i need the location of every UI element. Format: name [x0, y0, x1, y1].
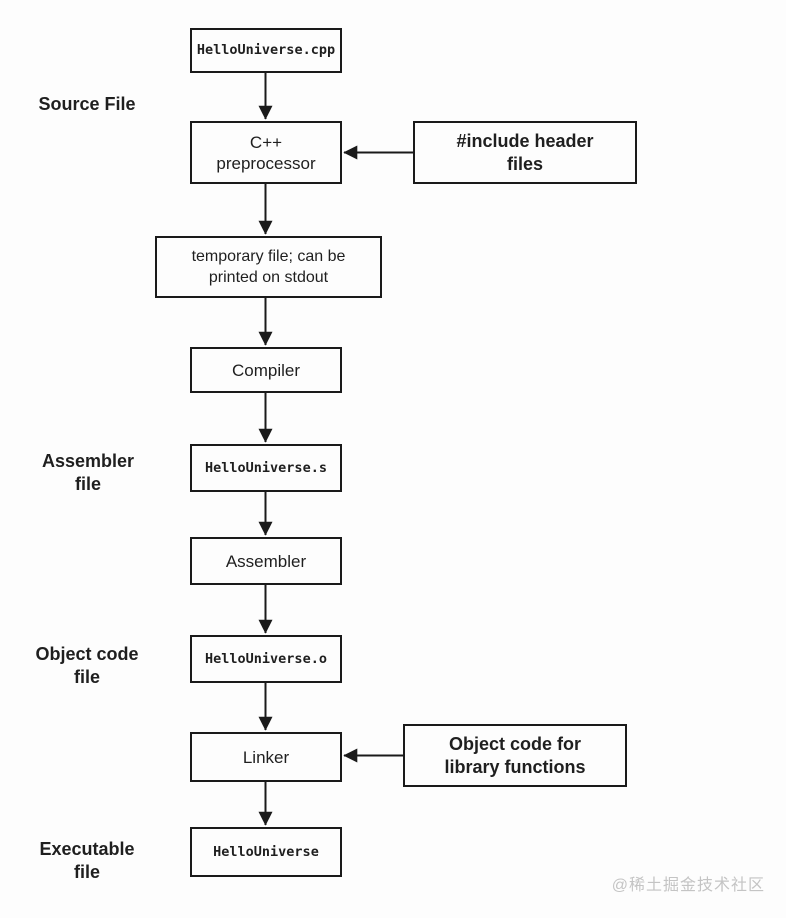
label-source-file: Source File [38, 94, 136, 114]
label-executable-file: Executable file [39, 839, 135, 882]
node-assembler-file: HelloUniverse.s [190, 444, 342, 492]
node-compiler: Compiler [190, 347, 342, 393]
node-assembler: Assembler [190, 537, 342, 585]
label-object-code-file: Object code file [35, 644, 139, 687]
node-object-file: HelloUniverse.o [190, 635, 342, 683]
node-linker: Linker [190, 732, 342, 782]
node-source-file: HelloUniverse.cpp [190, 28, 342, 73]
label-assembler-file: Assembler file [41, 451, 135, 494]
node-include-headers: #include header files [413, 121, 637, 184]
watermark: @稀土掘金技术社区 [611, 877, 765, 894]
node-temp-file: temporary file; can be printed on stdout [155, 236, 382, 298]
node-preprocessor: C++ preprocessor [190, 121, 342, 184]
node-executable-file: HelloUniverse [190, 827, 342, 877]
node-library-object-code: Object code for library functions [403, 724, 627, 787]
